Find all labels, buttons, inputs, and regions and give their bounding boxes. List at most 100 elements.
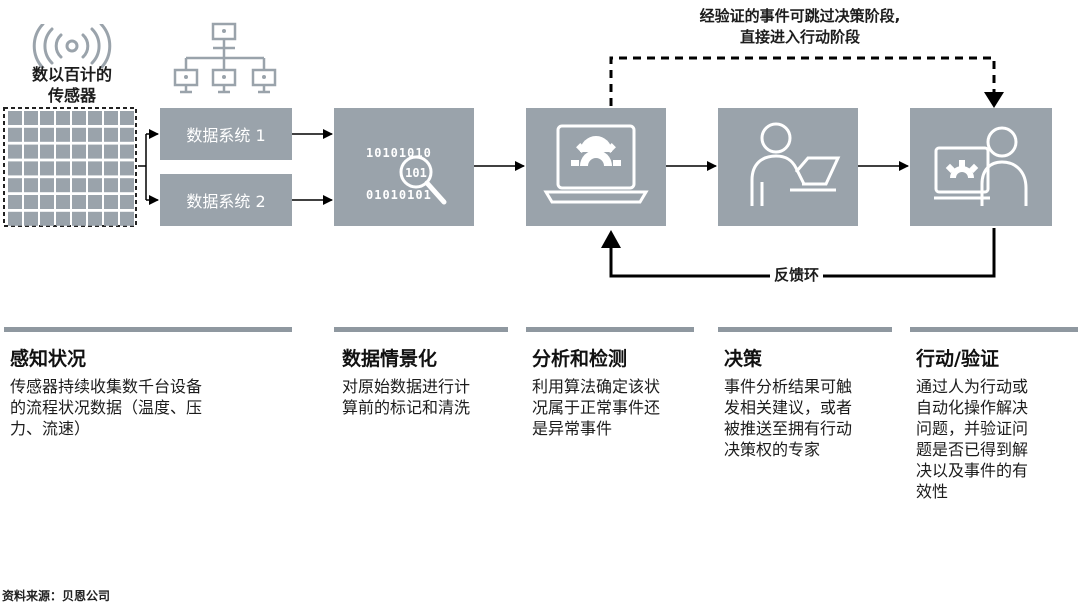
sensor-cell [40, 178, 54, 193]
stage-description: 对原始数据进行计 算前的标记和清洗 [342, 377, 471, 417]
stage-rule-sense [4, 327, 292, 332]
sensor-cell [56, 127, 70, 142]
sensor-cell [104, 161, 118, 176]
data-system-1-label: 数据系统 1 [186, 126, 266, 145]
sensor-cell [88, 111, 102, 125]
sensor-cell [104, 195, 118, 209]
sensor-cell [8, 144, 22, 159]
sensor-cell [104, 127, 118, 142]
stage-contextualize: 数据情景化 对原始数据进行计 算前的标记和清洗 [342, 346, 512, 418]
sensor-cell [72, 111, 86, 125]
skip-note-line-1: 经验证的事件可跳过决策阶段, [699, 7, 901, 25]
stage-box-analyze [526, 108, 666, 226]
sensor-cell [120, 195, 134, 209]
sensor-cell [120, 161, 134, 176]
stage-rule-analyze [526, 327, 694, 332]
sensor-cell [88, 127, 102, 142]
binary-row: 01010101 [366, 188, 432, 202]
sensor-cell [104, 178, 118, 193]
wireless-signal-icon [32, 24, 112, 68]
binary-row: 10 10 [366, 272, 449, 286]
stage-title: 决策 [724, 348, 763, 370]
stage-analyze: 分析和检测 利用算法确定该状 况属于正常事件还 是异常事件 [532, 346, 702, 439]
sensor-cell [88, 195, 102, 209]
magnifier-binary-text: 101 [405, 166, 427, 180]
sensor-cell [88, 178, 102, 193]
data-system-2-box: 数据系统 2 [160, 174, 292, 226]
sensor-cell [40, 144, 54, 159]
sensor-cell [40, 195, 54, 209]
sensor-cell [120, 211, 134, 226]
stage-description: 利用算法确定该状 况属于正常事件还 是异常事件 [532, 377, 661, 438]
sensor-cell [120, 178, 134, 193]
sensor-cell [56, 178, 70, 193]
stage-act: 行动/验证 通过人为行动或 自动化操作解决 问题，并验证问 题是否已得到解 决以… [916, 346, 1076, 502]
sensor-cell [24, 127, 38, 142]
sensor-cell [72, 161, 86, 176]
magnifier-icon: 101 [399, 155, 447, 205]
stage-title: 数据情景化 [342, 348, 438, 370]
sensor-cell [8, 211, 22, 226]
skip-note-line-2: 直接进入行动阶段 [739, 28, 860, 46]
binary-magnifier-icon: 10101010 01010101 01 01 10 10 [366, 118, 447, 286]
laptop-gear-icon [543, 124, 649, 204]
binary-row: 01 01 [366, 230, 449, 244]
sensor-cell [24, 144, 38, 159]
sensor-cell [72, 211, 86, 226]
stage-title: 感知状况 [10, 348, 87, 370]
sensor-cell [56, 195, 70, 209]
sensor-cell [24, 178, 38, 193]
sensor-cell [104, 111, 118, 125]
sensor-cell [40, 161, 54, 176]
sensor-cell [8, 111, 22, 125]
sensor-cell [72, 144, 86, 159]
sensor-cell [8, 195, 22, 209]
sensor-cell [8, 127, 22, 142]
sensor-label: 数以百计的 传感器 [31, 65, 112, 105]
sensor-cell [72, 178, 86, 193]
sensor-cell [40, 111, 54, 125]
stage-box-act [910, 108, 1052, 226]
sensor-cell [56, 111, 70, 125]
stage-description: 事件分析结果可触 发相关建议，或者 被推送至拥有行动 决策权的专家 [724, 377, 853, 459]
skip-note: 经验证的事件可跳过决策阶段, 直接进入行动阶段 [640, 6, 960, 48]
sensor-cell [24, 161, 38, 176]
stage-decide: 决策 事件分析结果可触 发相关建议，或者 被推送至拥有行动 决策权的专家 [724, 346, 894, 460]
sensor-cell [88, 211, 102, 226]
sensor-cell [40, 127, 54, 142]
source-note: 资料来源：贝恩公司 [2, 589, 111, 603]
sensor-cell [8, 178, 22, 193]
stage-rule-contextualize [334, 327, 508, 332]
feedback-arrowhead [601, 230, 621, 248]
sensor-cell [72, 195, 86, 209]
data-system-1-box: 数据系统 1 [160, 108, 292, 160]
stage-rule-decide [718, 327, 892, 332]
sensor-cell [40, 211, 54, 226]
sensor-cell [56, 161, 70, 176]
sensor-cell [104, 211, 118, 226]
data-system-2-label: 数据系统 2 [186, 192, 266, 211]
sensor-cell [88, 144, 102, 159]
sensor-cell [88, 161, 102, 176]
person-laptop-icon [750, 122, 841, 206]
sensor-cell [24, 111, 38, 125]
sensor-cell [8, 161, 22, 176]
sensor-cell [24, 211, 38, 226]
sensor-cell [104, 144, 118, 159]
skip-decision-dashed-arrow [609, 56, 996, 106]
sensor-grid-icon [3, 107, 137, 227]
sensor-cell [72, 127, 86, 142]
stage-rule-act [910, 327, 1078, 332]
sensor-cell [24, 195, 38, 209]
stage-title: 分析和检测 [532, 348, 628, 370]
feedback-label: 反馈环 [770, 264, 824, 285]
sensor-cell [120, 127, 134, 142]
person-gear-screen-icon [934, 126, 1028, 206]
sensor-cell [56, 211, 70, 226]
stage-description: 传感器持续收集数千台设备 的流程状况数据（温度、压 力、流速） [10, 377, 203, 438]
skip-arrowhead [984, 92, 1004, 108]
stage-title: 行动/验证 [916, 348, 999, 370]
stage-sense: 感知状况 传感器持续收集数千台设备 的流程状况数据（温度、压 力、流速） [10, 346, 290, 439]
sensor-cell [120, 144, 134, 159]
